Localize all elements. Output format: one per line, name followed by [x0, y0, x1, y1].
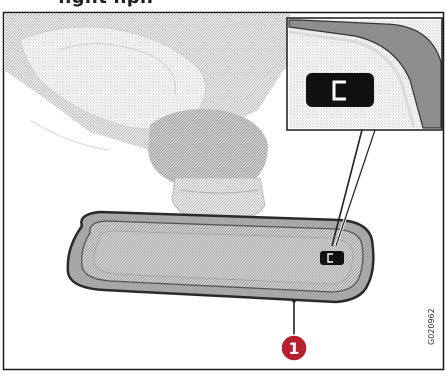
- rearview-mirror-icon: [68, 212, 374, 303]
- header-text: ..g..t ..p..: [58, 0, 153, 8]
- zoom-inset-icon: [287, 18, 442, 130]
- mirror-button-zoomed-icon: [306, 73, 374, 107]
- figure-code: G020962: [427, 308, 436, 345]
- header-text-clipped: ..g..t ..p..: [0, 0, 446, 12]
- mirror-button-icon: [320, 251, 344, 265]
- callout-number: 1: [288, 339, 299, 358]
